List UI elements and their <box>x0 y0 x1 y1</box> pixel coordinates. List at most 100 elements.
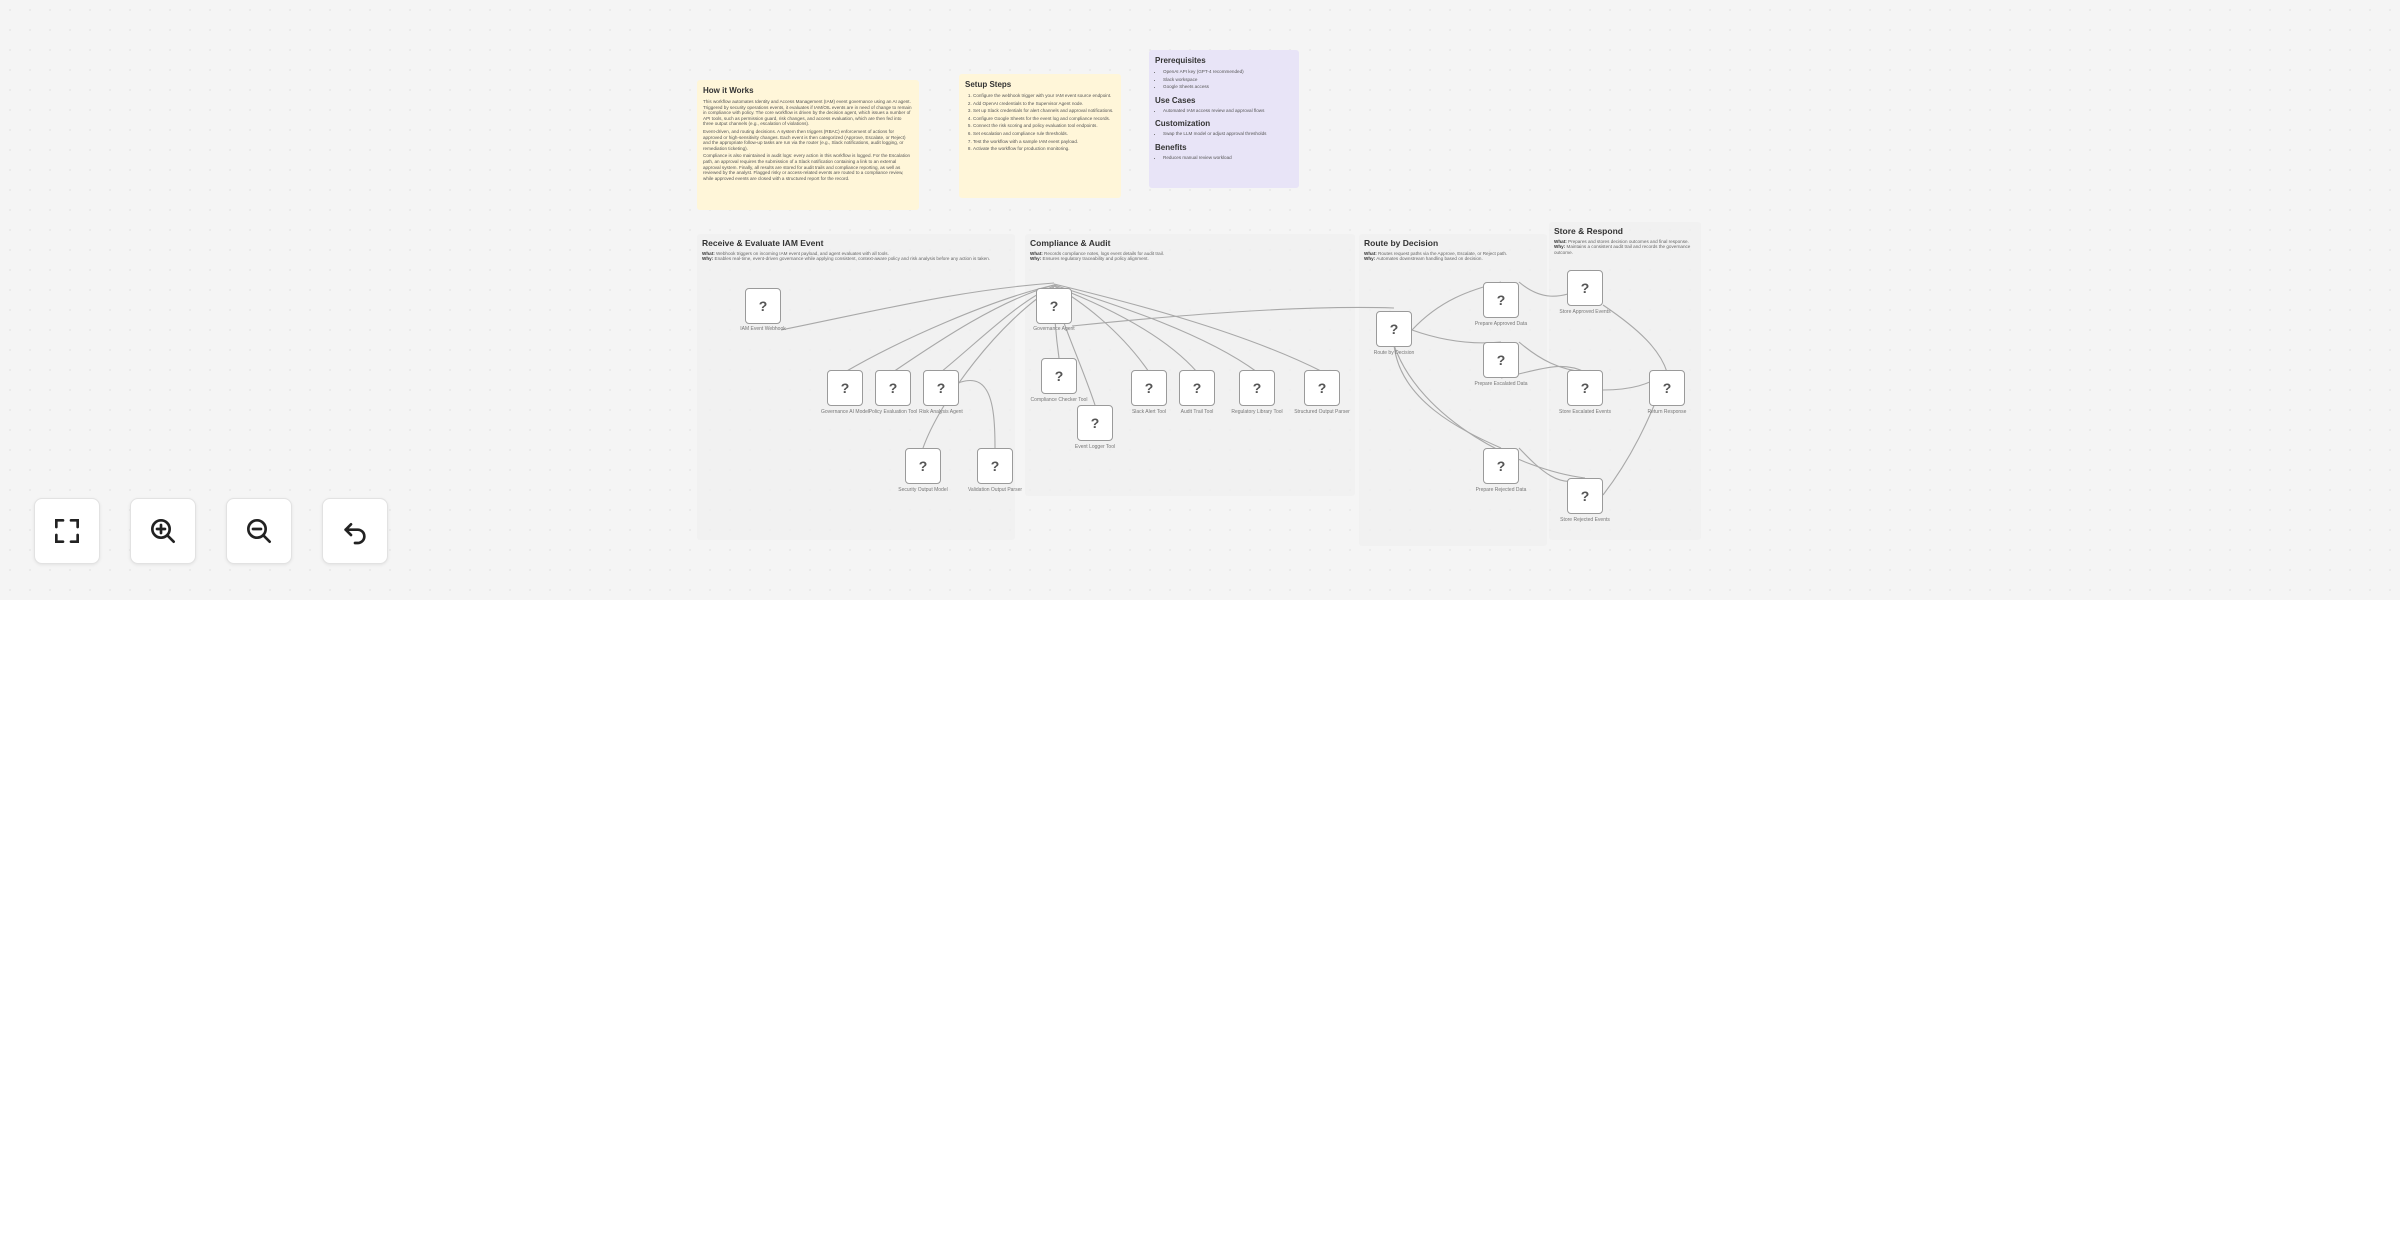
node-label: Prepare Rejected Data <box>1475 487 1527 493</box>
group-what: What: Records compliance notes, logs eve… <box>1030 251 1165 256</box>
group-what: What: Prepares and stores decision outco… <box>1554 239 1689 244</box>
note-paragraph: This workflow automates Identity and Acc… <box>703 99 912 127</box>
note-title: Setup Steps <box>965 80 1012 89</box>
node-label: Store Escalated Events <box>1559 409 1611 415</box>
workflow-canvas[interactable]: How it Works This workflow automates Ide… <box>0 0 2400 600</box>
group-what: What: Routes request paths via the Appro… <box>1364 251 1508 256</box>
node-label: Audit Trail Tool <box>1180 409 1214 415</box>
connection <box>1053 283 1324 373</box>
node-label: Event Logger Tool <box>1074 444 1116 450</box>
node-policy-evaluation-tool[interactable]: ? <box>875 370 911 406</box>
note-list-item: Automated IAM access review and approval… <box>1163 108 1293 114</box>
group-route-decision[interactable]: Route by Decision What: Routes request p… <box>1359 234 1547 546</box>
note-list-item: Slack workspace <box>1163 77 1293 83</box>
fit-view-button[interactable] <box>34 498 100 564</box>
connection <box>1393 344 1502 449</box>
note-list-item: Swap the LLM model or adjust approval th… <box>1163 131 1293 137</box>
note-section-title: Benefits <box>1155 142 1187 152</box>
node-risk-analysis-agent[interactable]: ? <box>923 370 959 406</box>
node-structured-output-parser[interactable]: ? <box>1304 370 1340 406</box>
node-label: Risk Analysis Agent <box>919 409 963 415</box>
node-security-output-model[interactable]: ? <box>905 448 941 484</box>
group-title: Store & Respond <box>1554 226 1623 236</box>
node-label: Slack Alert Tool <box>1131 409 1167 415</box>
zoom-in-button[interactable] <box>130 498 196 564</box>
node-store-escalated-events[interactable]: ? <box>1567 370 1603 406</box>
group-title: Receive & Evaluate IAM Event <box>702 238 824 248</box>
node-iam-event-webhook[interactable]: ? <box>745 288 781 324</box>
note-section-list: Reduces manual review workload <box>1155 155 1293 161</box>
node-label: Security Output Model <box>898 487 948 493</box>
setup-steps-list: Configure the webhook trigger with your … <box>965 93 1115 152</box>
note-section-list: Swap the LLM model or adjust approval th… <box>1155 131 1293 137</box>
note-paragraph: Event-driven, and routing decisions. A s… <box>703 128 906 151</box>
note-prerequisites[interactable]: Prerequisites OpenAI API key (GPT-4 reco… <box>1149 50 1299 188</box>
connection <box>1602 304 1668 373</box>
node-store-approved-events[interactable]: ? <box>1567 270 1603 306</box>
setup-step: Connect the risk scoring and policy eval… <box>973 123 1115 129</box>
note-paragraph: Compliance is also maintained in audit l… <box>703 153 911 181</box>
node-regulatory-library-tool[interactable]: ? <box>1239 370 1275 406</box>
setup-step: Add OpenAI credentials to the Supervisor… <box>973 101 1115 107</box>
setup-step: Set escalation and compliance rule thres… <box>973 131 1115 137</box>
node-event-logger-tool[interactable]: ? <box>1077 405 1113 441</box>
node-route-by-decision[interactable]: ? <box>1376 311 1412 347</box>
zoom-out-icon <box>247 519 271 543</box>
node-label: Compliance Checker Tool <box>1030 397 1088 403</box>
note-section-title: Prerequisites <box>1155 56 1206 65</box>
node-label: Prepare Approved Data <box>1474 321 1528 327</box>
node-label: Store Rejected Events <box>1560 517 1610 523</box>
node-label: Regulatory Library Tool <box>1231 409 1283 415</box>
node-compliance-checker-tool[interactable]: ? <box>1041 358 1077 394</box>
connection <box>1071 306 1395 327</box>
group-why: Why: Enables real-time, event-driven gov… <box>702 256 991 262</box>
undo-icon <box>344 523 366 545</box>
note-setup-steps[interactable]: Setup Steps Configure the webhook trigge… <box>959 74 1121 198</box>
node-prepare-escalated-data[interactable]: ? <box>1483 342 1519 378</box>
setup-step: Test the workflow with a sample IAM even… <box>973 139 1115 145</box>
zoom-in-icon <box>151 519 175 543</box>
group-title: Route by Decision <box>1364 238 1439 248</box>
connections-layer <box>780 281 1668 496</box>
setup-step: Activate the workflow for production mon… <box>973 146 1115 152</box>
node-prepare-approved-data[interactable]: ? <box>1483 282 1519 318</box>
group-why: Why: Ensures regulatory traceability and… <box>1030 256 1149 262</box>
group-what: What: Webhook triggers on incoming IAM e… <box>702 251 889 256</box>
node-return-response[interactable]: ? <box>1649 370 1685 406</box>
zoom-out-button[interactable] <box>226 498 292 564</box>
node-label: Validation Output Parser <box>967 487 1023 493</box>
group-title: Compliance & Audit <box>1030 238 1111 248</box>
connection <box>1411 329 1502 344</box>
group-why: Why: Maintains a consistent audit trail … <box>1554 244 1691 255</box>
note-title: How it Works <box>703 86 754 95</box>
note-list-item: Reduces manual review workload <box>1163 155 1293 161</box>
setup-step: Configure the webhook trigger with your … <box>973 93 1115 99</box>
node-slack-alert-tool[interactable]: ? <box>1131 370 1167 406</box>
node-governance-ai-model[interactable]: ? <box>827 370 863 406</box>
node-audit-trail-tool[interactable]: ? <box>1179 370 1215 406</box>
node-store-rejected-events[interactable]: ? <box>1567 478 1603 514</box>
node-governance-agent[interactable]: ? <box>1036 288 1072 324</box>
setup-step: Configure Google Sheets for the event lo… <box>973 116 1115 122</box>
node-label: Route by Decision <box>1373 350 1415 356</box>
node-label: Structured Output Parser <box>1294 409 1350 415</box>
node-validation-output-parser[interactable]: ? <box>977 448 1013 484</box>
undo-button[interactable] <box>322 498 388 564</box>
node-label: Store Approved Events <box>1559 309 1611 315</box>
node-label: IAM Event Webhook <box>740 326 786 332</box>
node-label: Policy Evaluation Tool <box>868 409 918 415</box>
node-label: Governance AI Model <box>820 409 870 415</box>
connection <box>780 282 1055 331</box>
note-how-it-works[interactable]: How it Works This workflow automates Ide… <box>697 80 919 210</box>
node-prepare-rejected-data[interactable]: ? <box>1483 448 1519 484</box>
note-list-item: Google Sheets access <box>1163 84 1293 90</box>
note-section-title: Use Cases <box>1155 95 1196 105</box>
node-label: Prepare Escalated Data <box>1474 381 1528 387</box>
group-why: Why: Automates downstream handling based… <box>1364 256 1483 262</box>
fit-view-icon <box>55 519 79 543</box>
note-section-list: Automated IAM access review and approval… <box>1155 108 1293 114</box>
connection <box>1393 344 1586 479</box>
connection <box>892 284 1055 373</box>
note-section-list: OpenAI API key (GPT-4 recommended) Slack… <box>1155 69 1293 90</box>
setup-step: Set up Slack credentials for alert chann… <box>973 108 1115 114</box>
